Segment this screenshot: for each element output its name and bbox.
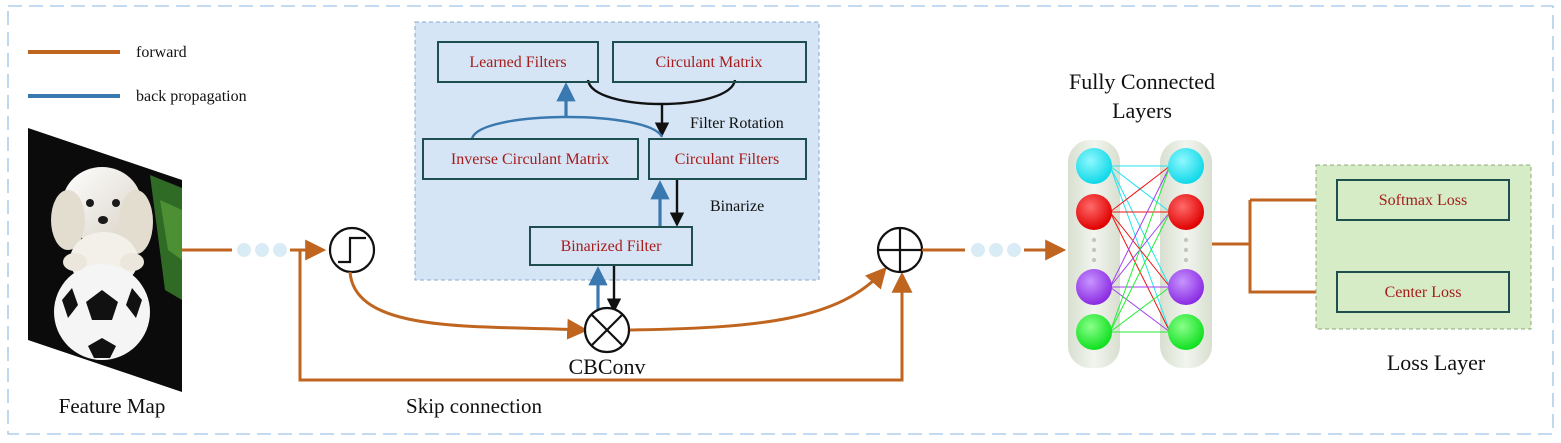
- inverse-circulant-matrix-box: Inverse Circulant Matrix: [422, 138, 639, 180]
- circled-times-icon: [583, 306, 631, 354]
- circulant-matrix-label: Circulant Matrix: [655, 54, 762, 71]
- fc-connection-line: [1109, 165, 1171, 288]
- fc-title-line1: Fully Connected: [1069, 69, 1215, 94]
- fc-connection-line: [1109, 211, 1171, 333]
- inverse-circulant-matrix-label: Inverse Circulant Matrix: [451, 151, 609, 168]
- fc-connection-line: [1109, 286, 1171, 333]
- feature-map: Feature Map: [28, 128, 182, 418]
- dots-right: [971, 243, 1021, 257]
- softmax-loss-box: Softmax Loss: [1336, 179, 1510, 221]
- fc-node-right-red: [1168, 194, 1204, 230]
- circulant-filters-box: Circulant Filters: [648, 138, 807, 180]
- circled-plus-icon: [876, 226, 924, 274]
- fc-node-right-green: [1168, 314, 1204, 350]
- fc-node-right-purple: [1168, 269, 1204, 305]
- binarize-label: Binarize: [710, 198, 764, 215]
- fc-column-right: [1160, 140, 1212, 368]
- fc-node-left-purple: [1076, 269, 1112, 305]
- fc-title-line2: Layers: [1112, 98, 1172, 123]
- backprop-arc: [470, 115, 664, 140]
- forward-legend-label: forward: [136, 44, 187, 61]
- fc-node-left-cyan: [1076, 148, 1112, 184]
- center-loss-label: Center Loss: [1385, 284, 1462, 301]
- loss-layer-label: Loss Layer: [1387, 350, 1486, 375]
- cbconv-label: CBConv: [568, 354, 645, 379]
- dog-with-soccer-ball-photo-icon: [51, 167, 182, 360]
- skip-connection-line: [298, 250, 913, 382]
- fc-layers: [1068, 140, 1212, 368]
- fc-connections: [1109, 165, 1171, 333]
- learned-filters-label: Learned Filters: [469, 54, 566, 71]
- loss-panel: [1315, 164, 1532, 330]
- center-loss-box: Center Loss: [1336, 271, 1510, 313]
- fc-node-left-red: [1076, 194, 1112, 230]
- fc-ellipsis-right: [1183, 237, 1189, 263]
- legend: forward back propagation: [28, 44, 247, 105]
- step-function-icon: [328, 226, 376, 274]
- dots-left: [237, 243, 287, 257]
- learned-filters-box: Learned Filters: [437, 41, 599, 83]
- feature-map-label: Feature Map: [59, 394, 166, 418]
- circulant-filters-label: Circulant Filters: [675, 151, 779, 168]
- conv-to-add-curve: [629, 266, 887, 332]
- fc-column-left: [1068, 140, 1120, 368]
- fc-node-right-cyan: [1168, 148, 1204, 184]
- fc-node-left-green: [1076, 314, 1112, 350]
- fc-to-loss-connector: [1212, 200, 1252, 246]
- fc-ellipsis-left: [1091, 237, 1097, 263]
- skip-connection-label: Skip connection: [406, 394, 542, 418]
- circulant-matrix-box: Circulant Matrix: [612, 41, 807, 83]
- step-to-conv-curve: [348, 271, 589, 340]
- binarized-filter-box: Binarized Filter: [529, 226, 693, 266]
- fc-to-center-arrow: [1248, 244, 1339, 303]
- softmax-loss-label: Softmax Loss: [1379, 192, 1467, 209]
- fc-connection-line: [1109, 165, 1171, 333]
- filter-rotation-label: Filter Rotation: [690, 115, 784, 132]
- backprop-legend-label: back propagation: [136, 88, 247, 105]
- fc-connection-line: [1109, 165, 1171, 213]
- binarized-filter-label: Binarized Filter: [561, 238, 663, 255]
- conv-panel: [414, 21, 820, 281]
